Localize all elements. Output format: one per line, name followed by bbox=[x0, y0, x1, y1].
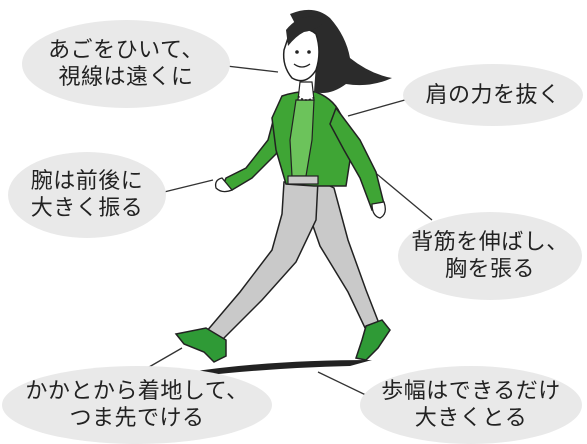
callout-back-line1: 背筋を伸ばし、 bbox=[411, 230, 569, 255]
hair bbox=[290, 9, 392, 93]
eye bbox=[295, 50, 299, 54]
callout-stride-line1: 歩幅はできるだけ bbox=[381, 379, 561, 404]
callout-shoulders: 肩の力を抜く bbox=[403, 64, 583, 126]
ground-shadow bbox=[190, 360, 372, 376]
callout-chin-line1: あごをひいて、 bbox=[48, 38, 204, 63]
mouth bbox=[293, 63, 311, 68]
eye bbox=[307, 50, 311, 54]
neck bbox=[297, 81, 315, 101]
callout-arms-line2: 大きく振る bbox=[30, 196, 144, 221]
belt bbox=[287, 175, 319, 185]
callout-back-line2: 胸を張る bbox=[444, 257, 535, 282]
callout-heel-line2: つま先でける bbox=[69, 406, 205, 431]
leader-arms bbox=[159, 179, 214, 194]
callout-arms-line1: 腕は前後に bbox=[30, 169, 144, 194]
leader-shoulders bbox=[347, 97, 413, 117]
callout-stride: 歩幅はできるだけ 大きくとる bbox=[360, 366, 582, 444]
callout-heel: かかとから着地して、 つま先でける bbox=[2, 366, 272, 444]
front-shoe bbox=[174, 327, 227, 363]
callout-chin-line2: 視線は遠くに bbox=[58, 65, 194, 90]
callout-chin: あごをひいて、 視線は遠くに bbox=[22, 20, 230, 108]
callout-arms: 腕は前後に 大きく振る bbox=[8, 152, 166, 238]
callout-shoulders-line1: 肩の力を抜く bbox=[425, 82, 561, 108]
front-hand bbox=[371, 201, 386, 219]
hair-fringe bbox=[286, 16, 326, 46]
callout-stride-line2: 大きくとる bbox=[414, 406, 528, 431]
front-leg bbox=[204, 179, 319, 341]
back-hand bbox=[214, 177, 234, 193]
callout-back: 背筋を伸ばし、 胸を張る bbox=[398, 212, 582, 300]
callout-heel-line1: かかとから着地して、 bbox=[25, 379, 249, 404]
necklace bbox=[297, 95, 317, 101]
back-shoe bbox=[355, 319, 391, 361]
